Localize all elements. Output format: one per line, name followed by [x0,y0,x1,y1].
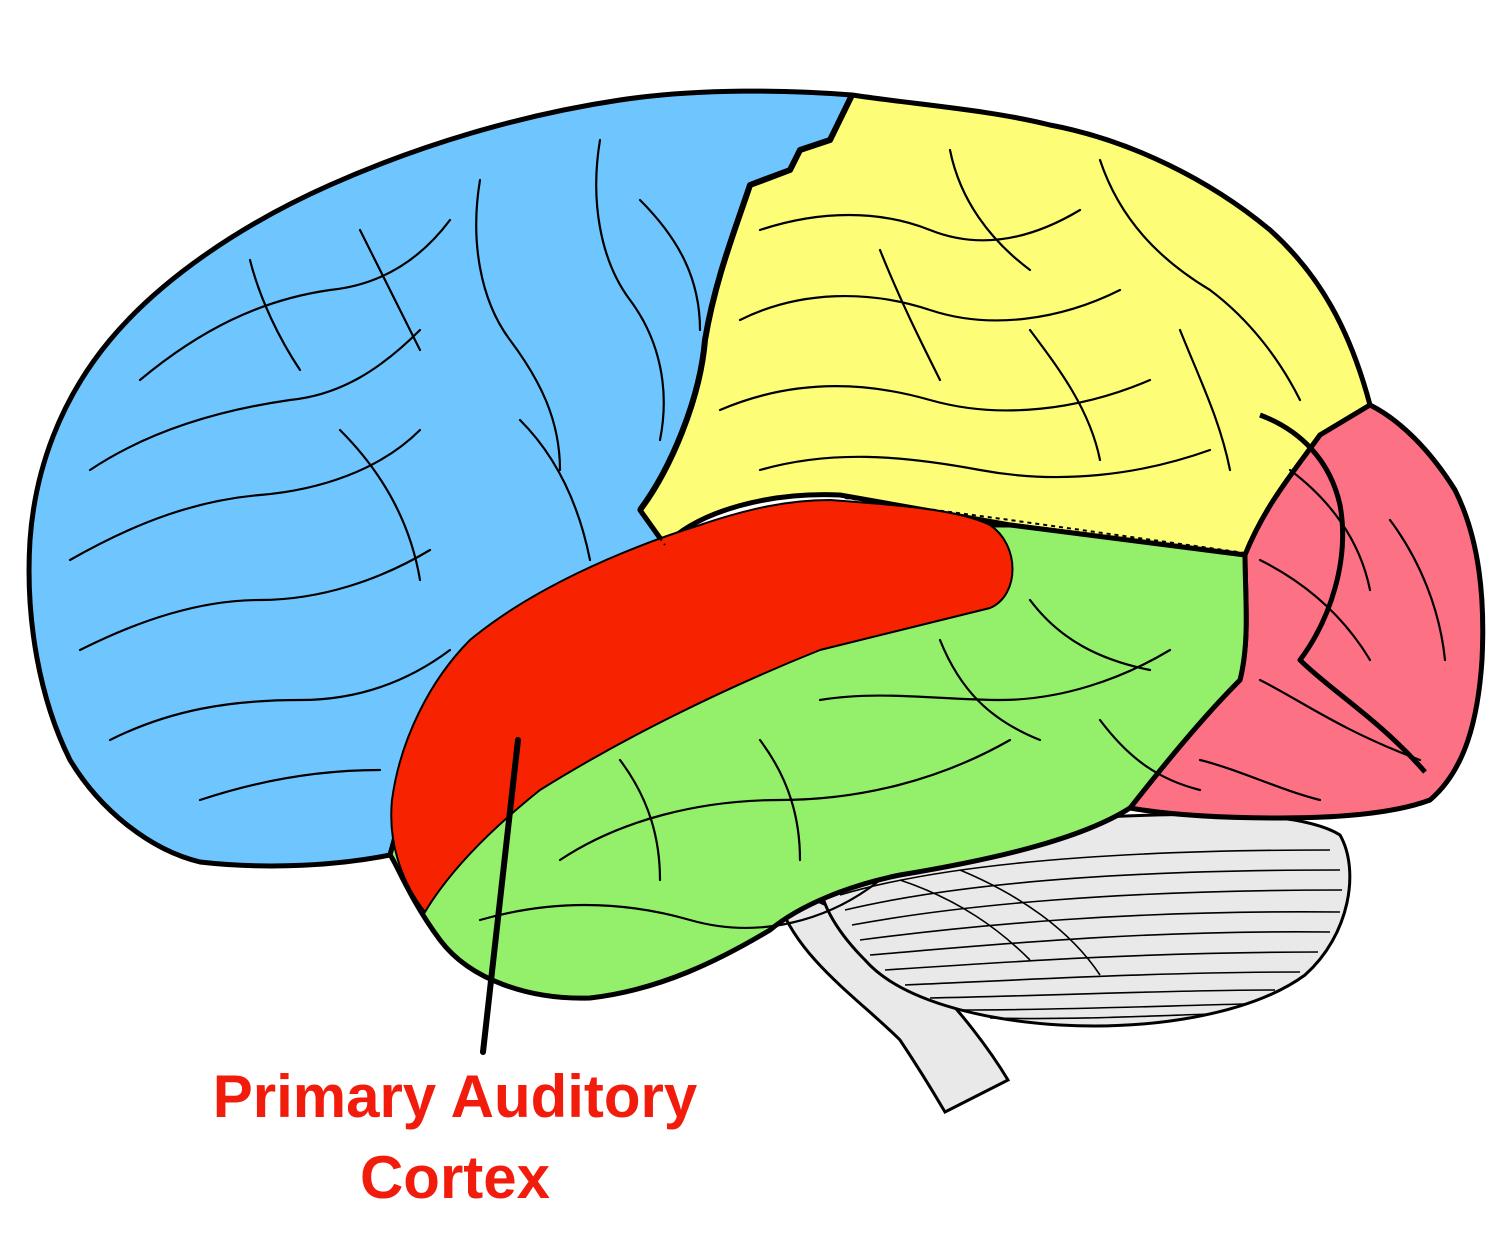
lobe-boundary-dotted-left [639,511,666,546]
label-pointer-line [480,737,521,1055]
parieto-occipital-sulcus [1259,412,1427,774]
label-cortex: Cortex [359,1144,551,1211]
gyri-lines [68,138,1447,929]
central-sulcus [637,93,855,512]
label-primary-auditory: Primary Auditory [212,1063,698,1130]
primary-auditory-cortex [390,498,1014,914]
